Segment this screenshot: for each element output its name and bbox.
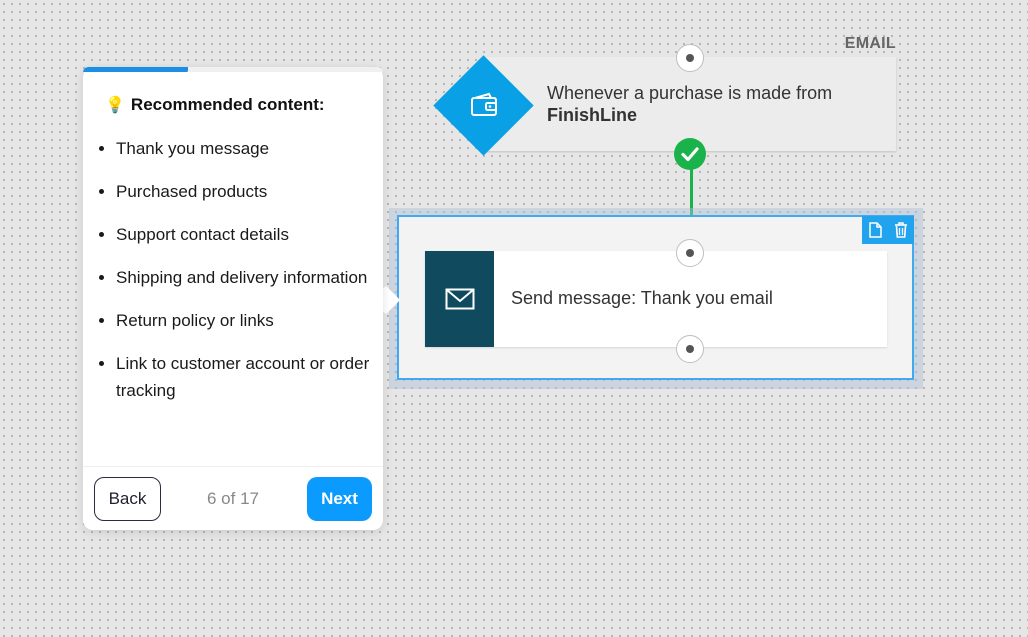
list-item: Purchased products <box>116 178 396 205</box>
trigger-description: Whenever a purchase is made from FinishL… <box>547 82 832 126</box>
action-card[interactable]: Send message: Thank you email <box>425 251 887 347</box>
onboarding-popover: 💡Recommended content: Thank you message … <box>83 67 383 530</box>
envelope-icon <box>445 288 474 310</box>
action-label: Send message: Thank you email <box>511 288 773 308</box>
trigger-text: Whenever a purchase is made from <box>547 83 833 103</box>
recommended-list: Thank you message Purchased products Sup… <box>94 135 396 420</box>
popover-title: 💡 Recommended content: <box>105 95 325 115</box>
copy-icon <box>869 222 882 238</box>
trigger-diamond[interactable] <box>433 55 534 156</box>
trigger-input-port[interactable] <box>676 44 704 72</box>
lightbulb-icon: 💡 <box>105 97 125 114</box>
action-icon-box <box>425 251 494 347</box>
action-output-port[interactable] <box>676 335 704 363</box>
popover-title-text: Recommended content: <box>130 95 325 114</box>
action-input-port[interactable] <box>676 239 704 267</box>
copy-button[interactable] <box>866 221 884 239</box>
trigger-tag: EMAIL <box>844 35 896 52</box>
connection-success-icon <box>674 138 706 170</box>
list-item: Thank you message <box>116 135 396 162</box>
checkmark-icon <box>681 147 699 162</box>
wallet-icon <box>471 92 497 116</box>
list-item: Return policy or links <box>116 307 396 334</box>
action-toolbar <box>862 216 914 244</box>
list-item: Shipping and delivery information <box>116 264 396 291</box>
trigger-brand: FinishLine <box>547 105 637 125</box>
back-button[interactable]: Back <box>94 477 161 521</box>
trash-icon <box>895 222 907 238</box>
step-counter: 6 of 17 <box>207 489 259 508</box>
popover-footer: Back 6 of 17 Next <box>83 466 383 530</box>
tour-progress-fill <box>83 67 188 72</box>
flow-connector <box>690 168 693 240</box>
list-item: Link to customer account or order tracki… <box>116 350 396 404</box>
list-item: Support contact details <box>116 221 396 248</box>
next-button[interactable]: Next <box>307 477 372 521</box>
tour-progress-bar <box>83 67 383 72</box>
trigger-card[interactable]: Whenever a purchase is made from FinishL… <box>484 57 896 151</box>
delete-button[interactable] <box>892 221 910 239</box>
